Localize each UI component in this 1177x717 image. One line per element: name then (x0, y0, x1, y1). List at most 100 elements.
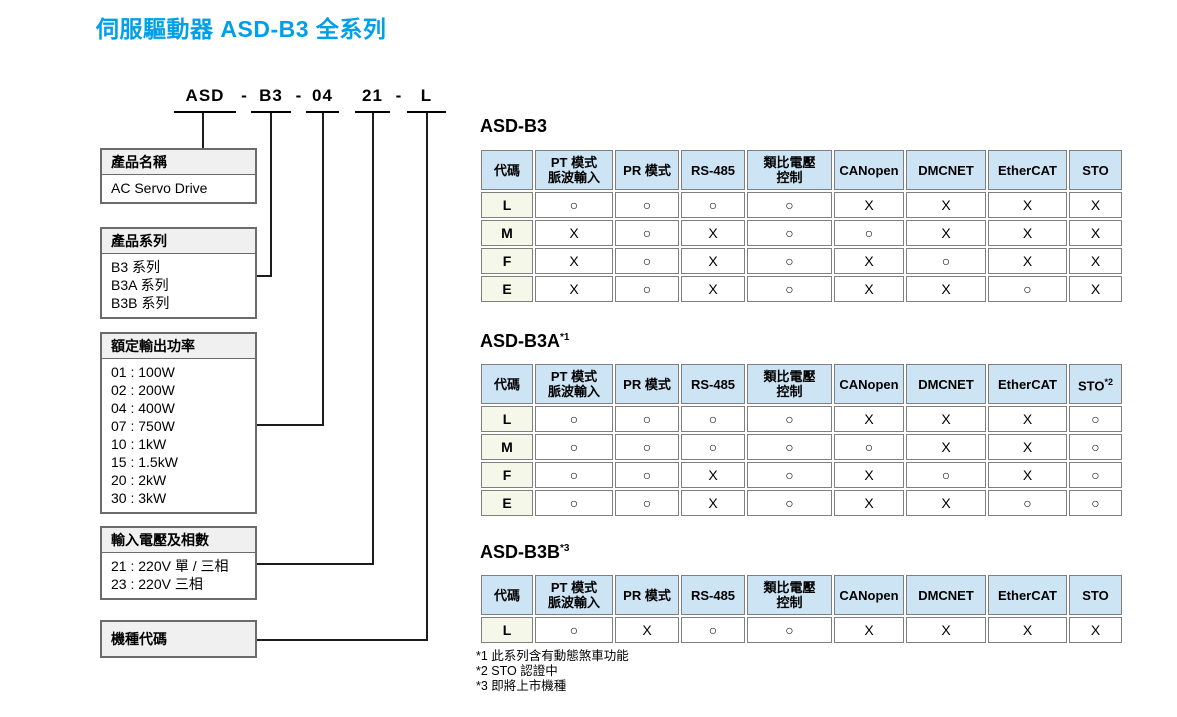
spec-box-product-name: 產品名稱 AC Servo Drive (100, 148, 257, 204)
feature-cell: X (988, 192, 1067, 218)
feature-cell: X (834, 406, 904, 432)
box-item: B3A 系列 (111, 277, 169, 293)
feature-cell: ○ (747, 276, 832, 302)
feature-cell: ○ (615, 192, 679, 218)
model-dash: - (241, 86, 247, 105)
connector-hline (256, 563, 374, 565)
code-cell: L (481, 406, 533, 432)
feature-cell: ○ (747, 490, 832, 516)
connector-vline (202, 113, 204, 149)
table-row: F○○X○X○X○ (481, 462, 1122, 488)
spec-box-model-code: 機種代碼 (100, 620, 257, 658)
feature-cell: ○ (906, 462, 986, 488)
feature-cell: ○ (747, 220, 832, 246)
feature-cell: X (906, 490, 986, 516)
column-header: DMCNET (906, 150, 986, 190)
feature-cell: ○ (747, 434, 832, 460)
feature-cell: X (535, 276, 613, 302)
feature-cell: X (988, 406, 1067, 432)
code-cell: M (481, 434, 533, 460)
box-item: 10 : 1kW (111, 436, 167, 452)
box-item: 04 : 400W (111, 400, 175, 416)
feature-cell: ○ (834, 434, 904, 460)
feature-cell: X (988, 248, 1067, 274)
column-header: EtherCAT (988, 575, 1067, 615)
column-header: DMCNET (906, 575, 986, 615)
code-cell: M (481, 220, 533, 246)
box-item: 01 : 100W (111, 364, 175, 380)
connector-vline (270, 113, 272, 277)
connector-hline (256, 275, 272, 277)
feature-cell: X (906, 406, 986, 432)
model-segment-voltage: 21 (355, 86, 390, 113)
column-header: CANopen (834, 364, 904, 404)
box-header: 產品系列 (102, 229, 255, 254)
feature-cell: X (535, 248, 613, 274)
column-header: 代碼 (481, 364, 533, 404)
feature-cell: ○ (906, 248, 986, 274)
feature-cell: X (834, 462, 904, 488)
feature-cell: ○ (1069, 434, 1122, 460)
feature-cell: X (906, 617, 986, 643)
feature-cell: X (906, 192, 986, 218)
box-header: 輸入電壓及相數 (102, 528, 255, 553)
feature-cell: X (1069, 192, 1122, 218)
column-header: 代碼 (481, 575, 533, 615)
feature-cell: ○ (615, 220, 679, 246)
column-header: 類比電壓 控制 (747, 364, 832, 404)
model-dash: - (295, 86, 302, 105)
feature-cell: ○ (747, 192, 832, 218)
column-header: 類比電壓 控制 (747, 150, 832, 190)
connector-hline (256, 424, 324, 426)
code-cell: L (481, 192, 533, 218)
column-header: 類比電壓 控制 (747, 575, 832, 615)
column-header: PT 模式 脈波輸入 (535, 364, 613, 404)
feature-cell: X (1069, 248, 1122, 274)
table-title-asd-b3b: ASD-B3B*3 (480, 542, 570, 562)
table-title-asd-b3: ASD-B3 (480, 116, 548, 136)
feature-cell: ○ (834, 220, 904, 246)
title-superscript: *1 (560, 332, 570, 343)
box-item: 15 : 1.5kW (111, 454, 178, 470)
feature-cell: X (615, 617, 679, 643)
feature-cell: ○ (681, 434, 745, 460)
box-item: B3B 系列 (111, 295, 170, 311)
column-header: PT 模式 脈波輸入 (535, 150, 613, 190)
feature-cell: ○ (747, 462, 832, 488)
box-header: 產品名稱 (102, 150, 255, 175)
column-header: PR 模式 (615, 150, 679, 190)
feature-cell: ○ (747, 248, 832, 274)
feature-cell: ○ (681, 617, 745, 643)
code-cell: L (481, 617, 533, 643)
feature-cell: X (1069, 617, 1122, 643)
feature-cell: X (681, 276, 745, 302)
column-header: STO*2 (1069, 364, 1122, 404)
feature-cell: ○ (535, 434, 613, 460)
model-segment-power: 04 (306, 86, 339, 113)
model-segment-type: L (407, 86, 446, 113)
code-cell: E (481, 490, 533, 516)
feature-cell: ○ (681, 192, 745, 218)
feature-cell: X (988, 462, 1067, 488)
page-title: 伺服驅動器 ASD-B3 全系列 (96, 16, 387, 42)
column-header: EtherCAT (988, 150, 1067, 190)
feature-cell: ○ (681, 406, 745, 432)
box-item: 02 : 200W (111, 382, 175, 398)
code-cell: E (481, 276, 533, 302)
box-item: 20 : 2kW (111, 472, 167, 488)
model-segment-series: B3 (251, 86, 291, 113)
model-dash: - (395, 86, 402, 105)
feature-cell: ○ (535, 462, 613, 488)
column-header: RS-485 (681, 575, 745, 615)
feature-cell: X (535, 220, 613, 246)
box-header: 額定輸出功率 (102, 334, 255, 359)
